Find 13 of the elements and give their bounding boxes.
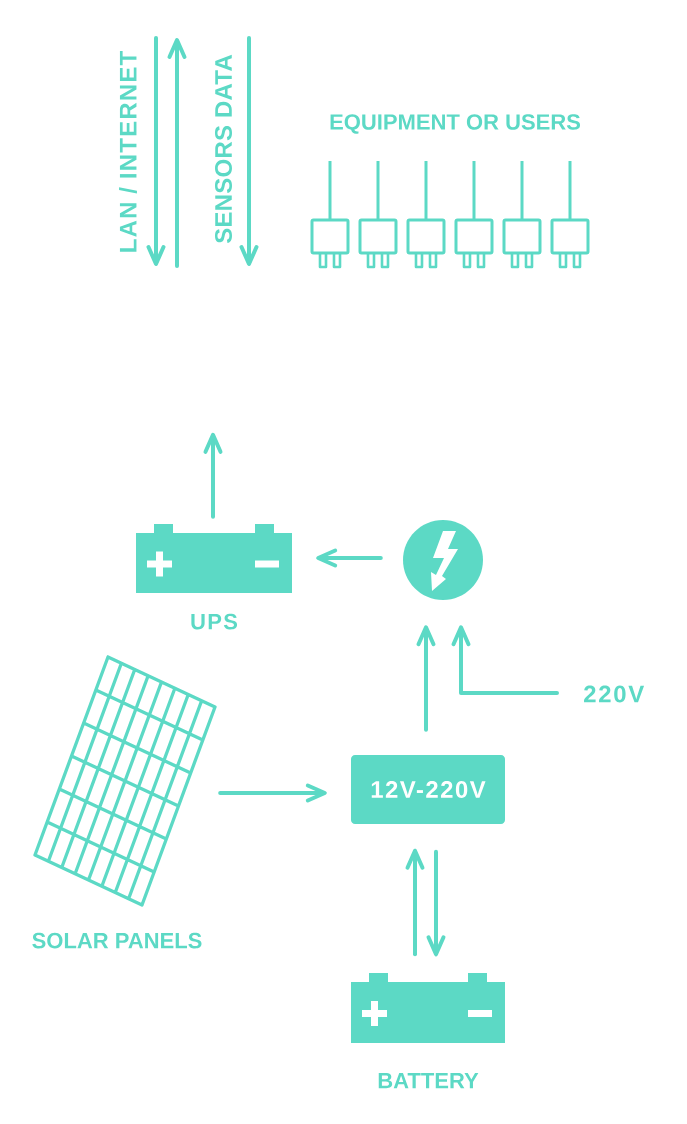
arrow	[405, 848, 425, 957]
solar-panel: SOLAR PANELS	[32, 655, 217, 949]
arrow	[426, 849, 446, 957]
arrow	[451, 625, 559, 695]
heading: EQUIPMENT OR USERS	[330, 114, 580, 134]
arrow	[218, 783, 327, 803]
converter-box: 12V-220V	[351, 755, 505, 824]
vertical-label: SENSORS DATA	[215, 54, 232, 244]
voltage-label: 220V	[584, 685, 645, 703]
vertical-label: LAN / INTERNET	[119, 51, 137, 252]
arrow	[203, 432, 223, 519]
arrow	[416, 625, 436, 732]
arrow	[316, 548, 383, 568]
